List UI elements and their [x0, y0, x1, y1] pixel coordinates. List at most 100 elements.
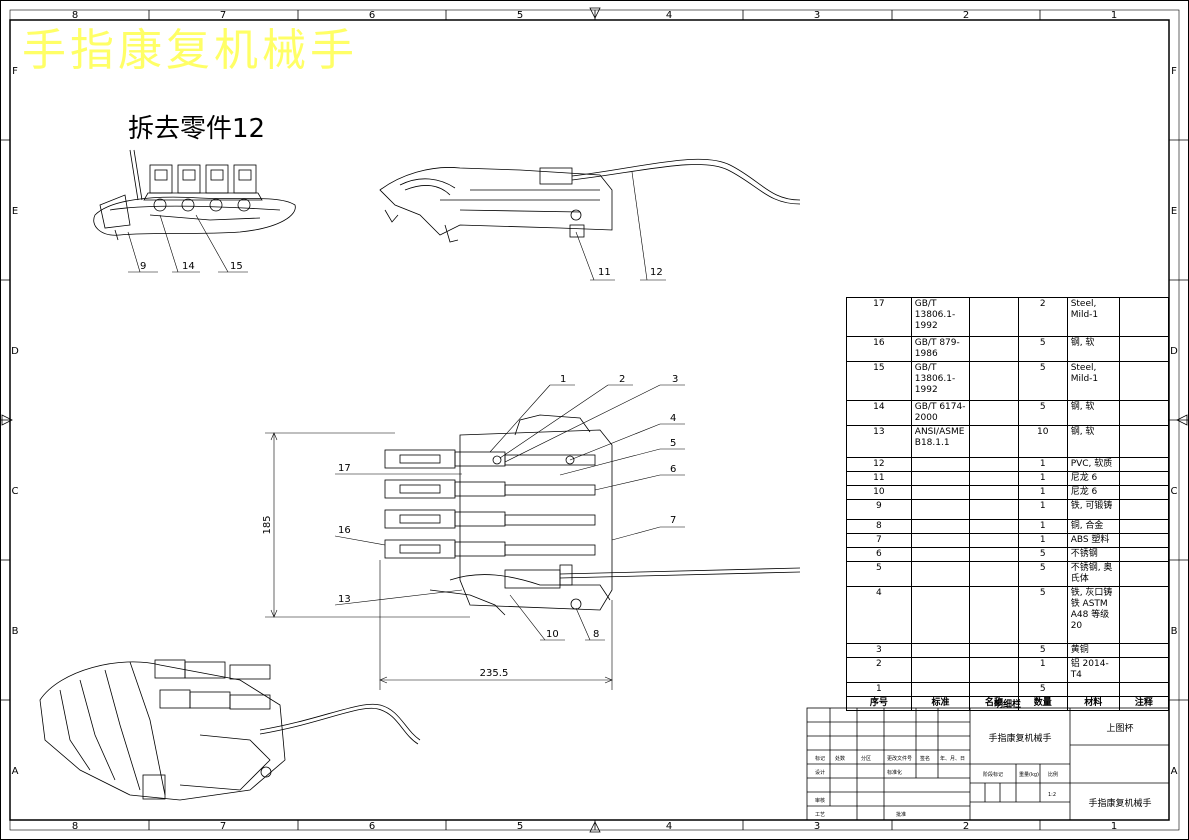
tb-label: 年、月、日: [940, 755, 965, 762]
bom-cell-name: [969, 336, 1019, 362]
bom-header-cell: 数量: [1017, 696, 1068, 711]
tb-label: 批准: [896, 811, 906, 818]
zone-row-label: E: [12, 206, 18, 217]
dimension-lines: [265, 432, 613, 690]
bom-cell-name: [969, 561, 1019, 587]
tb-label: 处数: [835, 755, 845, 762]
zone-row-label: B: [12, 626, 19, 637]
bom-cell-mat: 铝 2014-T4: [1066, 657, 1120, 683]
tb-label: 签名: [920, 755, 930, 762]
zone-col-label: 2: [963, 821, 969, 832]
tb-company: 上图杯: [1106, 722, 1133, 734]
bom-cell-note: [1118, 425, 1170, 458]
bom-cell-name: [969, 400, 1019, 426]
bom-cell-qty: 2: [1017, 297, 1068, 337]
callout-label: 4: [670, 413, 676, 424]
tb-scale: 1:2: [1048, 792, 1056, 798]
tb-drawing-no: 手指康复机械手: [1088, 797, 1151, 809]
callout-label: 8: [593, 629, 599, 640]
zone-row-label: C: [12, 486, 19, 497]
zone-col-label: 8: [72, 10, 78, 21]
tb-label: 分区: [861, 755, 871, 762]
zone-col-label: 3: [814, 821, 820, 832]
bom-cell-no: 14: [846, 400, 912, 426]
bom-header-cell: 序号: [846, 696, 912, 711]
zone-row-label: D: [11, 346, 19, 357]
bom-cell-mat: 钢, 软: [1066, 425, 1120, 458]
bom-cell-mat: 铁, 灰口铸铁 ASTM A48 等级 20: [1066, 586, 1120, 644]
zone-col-label: 4: [666, 821, 672, 832]
isometric-view: [39, 659, 421, 801]
zone-col-label: 4: [666, 10, 672, 21]
callout-label: 15: [230, 261, 243, 272]
bom-cell-note: [1118, 297, 1170, 337]
side-view: [379, 158, 801, 243]
removed-part-note: 拆去零件12: [128, 114, 266, 144]
callout-label: 16: [338, 525, 351, 536]
bom-cell-mat: 不锈钢, 奥氏体: [1066, 561, 1120, 587]
dimension-width: 235.5: [480, 668, 509, 679]
bom-cell-mat: 钢, 软: [1066, 336, 1120, 362]
bom-cell-name: [969, 297, 1019, 337]
zone-col-label: 8: [72, 821, 78, 832]
tb-label: 标准化: [887, 769, 902, 776]
zone-col-label: 2: [963, 10, 969, 21]
zone-col-label: 5: [517, 10, 523, 21]
tb-label: 比例: [1048, 771, 1058, 778]
bom-cell-note: [1118, 400, 1170, 426]
callout-label: 12: [650, 267, 663, 278]
bom-cell-std: GB/T 6174-2000: [910, 400, 971, 426]
callout-label: 9: [140, 261, 146, 272]
tb-label: 审核: [815, 797, 825, 804]
tb-label: 阶段标记: [983, 771, 1003, 778]
bom-cell-note: [1118, 361, 1170, 401]
bom-cell-std: [910, 586, 971, 644]
callout-label: 3: [672, 374, 678, 385]
callout-label: 7: [670, 515, 676, 526]
tb-label: 重量(kg): [1019, 771, 1039, 778]
callout-label: 17: [338, 463, 351, 474]
bom-cell-no: 13: [846, 425, 912, 458]
zone-row-label: A: [12, 766, 19, 777]
main-view: [384, 414, 801, 616]
zone-row-label: B: [1171, 626, 1178, 637]
bom-header-row: 序号标准名称数量材料注释: [846, 696, 1170, 711]
bom-cell-no: 5: [846, 561, 912, 587]
callout-label: 1: [560, 374, 566, 385]
tb-label: 更改文件号: [887, 755, 912, 762]
bom-header-cell: 名称: [969, 696, 1019, 711]
zone-col-label: 1: [1111, 821, 1117, 832]
zone-col-label: 6: [369, 10, 375, 21]
zone-col-label: 7: [220, 821, 226, 832]
dimension-height: 185: [262, 515, 273, 534]
callout-label: 5: [670, 438, 676, 449]
zone-col-label: 5: [517, 821, 523, 832]
zone-row-label: A: [1171, 766, 1178, 777]
zone-col-label: 6: [369, 821, 375, 832]
front-view: [93, 149, 296, 241]
callout-label: 14: [182, 261, 195, 272]
bom-header-cell: 注释: [1118, 696, 1170, 711]
callout-label: 11: [598, 267, 611, 278]
bom-cell-note: [1118, 586, 1170, 644]
callout-label: 13: [338, 594, 351, 605]
tb-label: 标记: [815, 755, 825, 762]
zone-row-label: E: [1171, 206, 1177, 217]
zone-row-label: F: [12, 66, 18, 77]
zone-col-label: 7: [220, 10, 226, 21]
bom-caption: 明细栏: [993, 700, 1021, 710]
bom-cell-note: [1118, 657, 1170, 683]
drawing-title: 手指康复机械手: [22, 25, 358, 76]
bom-cell-name: [969, 586, 1019, 644]
